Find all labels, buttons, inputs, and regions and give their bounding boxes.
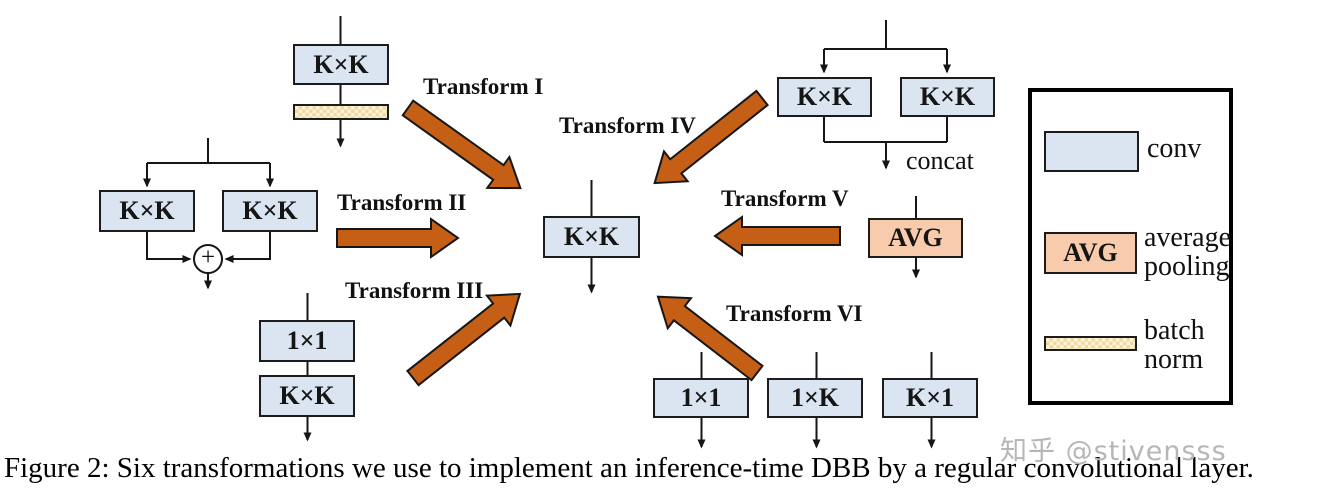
- concat-label: concat: [906, 146, 974, 175]
- batch-norm-bar: [293, 104, 389, 120]
- conv-box-dual-left: K×K: [99, 190, 195, 232]
- transform-2-label: Transform II: [337, 190, 467, 215]
- conv-box-top: K×K: [293, 44, 389, 85]
- conv-box-concat-left: K×K: [777, 77, 872, 117]
- transform-2-arrow: [336, 217, 460, 259]
- add-operator: +: [200, 244, 216, 271]
- transform-5-label: Transform V: [721, 186, 849, 211]
- dual-concat-branch-lines: [820, 20, 951, 170]
- dual-add-branch-lines: [143, 138, 274, 290]
- watermark: 知乎 @stivensss: [1000, 436, 1227, 467]
- legend-avg-label-line1: average: [1144, 222, 1232, 253]
- legend-bn-swatch: [1044, 336, 1137, 351]
- conv-box-triple-1x1: 1×1: [653, 378, 749, 418]
- transform-4-label: Transform IV: [559, 113, 696, 138]
- conv-box-concat-right: K×K: [900, 77, 995, 117]
- conv-box-triple-kx1: K×1: [882, 378, 978, 418]
- transform-1-arrow: [401, 99, 522, 190]
- legend-bn-label: batch norm: [1144, 316, 1205, 374]
- legend-avg-label-line2: pooling: [1144, 251, 1230, 282]
- legend-box: conv AVG average pooling batch norm: [1028, 88, 1233, 405]
- center-conv-box: K×K: [543, 216, 640, 258]
- transform-6-label: Transform VI: [726, 301, 863, 326]
- conv-box-kxk-seq: K×K: [259, 375, 355, 417]
- transform-3-arrow: [406, 292, 522, 387]
- legend-avg-swatch: AVG: [1044, 232, 1137, 274]
- transform-1-label: Transform I: [423, 74, 544, 99]
- legend-conv-label: conv: [1147, 133, 1202, 164]
- conv-box-triple-1xk: 1×K: [767, 378, 863, 418]
- transform-3-label: Transform III: [345, 278, 484, 303]
- legend-avg-label: average pooling: [1144, 223, 1231, 281]
- figure-caption: Figure 2: Six transformations we use to …: [4, 452, 1254, 484]
- legend-conv-swatch: [1044, 131, 1139, 172]
- legend-bn-label-line1: batch: [1144, 315, 1205, 346]
- conv-box-1x1: 1×1: [259, 320, 355, 362]
- transform-5-arrow: [713, 215, 841, 257]
- transform-6-arrow: [656, 295, 764, 382]
- conv-box-dual-right: K×K: [222, 190, 318, 232]
- avg-pooling-box: AVG: [868, 218, 963, 258]
- legend-bn-label-line2: norm: [1144, 344, 1204, 375]
- triple-branch-lines: [697, 352, 936, 449]
- transform-4-arrow: [653, 89, 769, 185]
